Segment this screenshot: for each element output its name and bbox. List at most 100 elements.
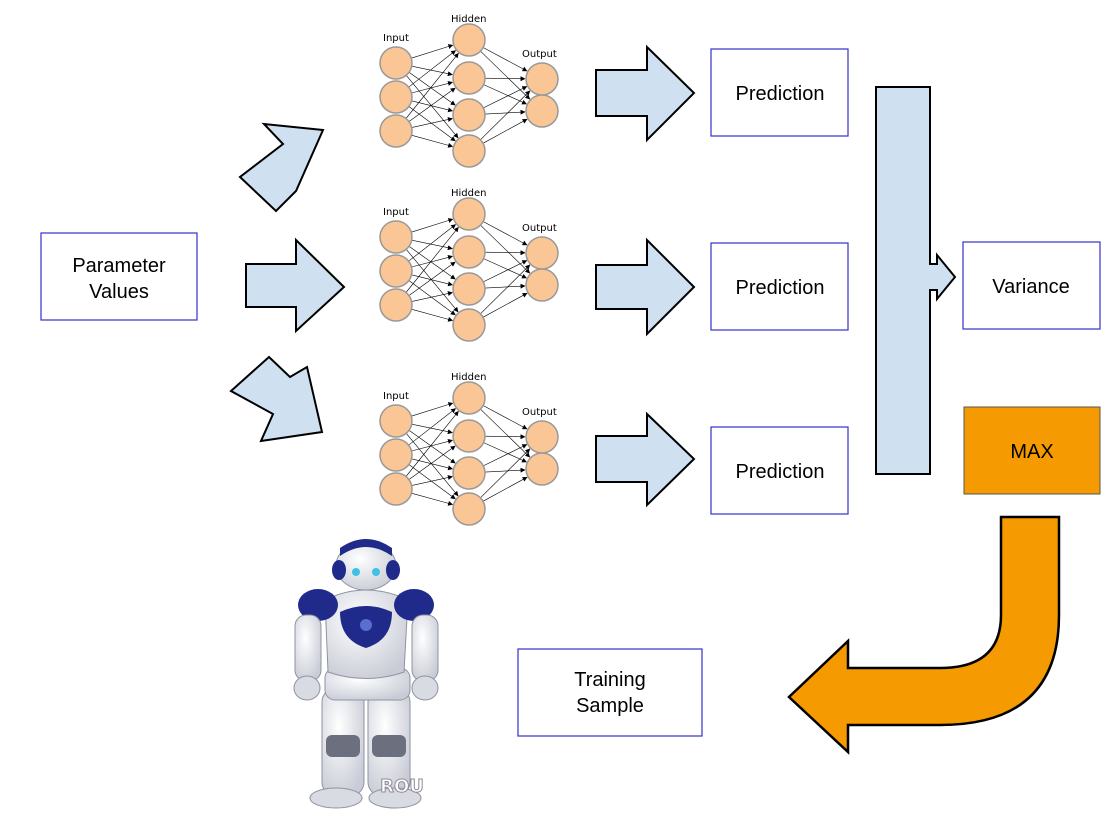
parameter-values-label-line2: Values (89, 281, 149, 303)
nn1-edge (408, 106, 456, 142)
nn2-output-node (525, 236, 559, 270)
neural-network-1: Input Hidden Output (379, 14, 559, 168)
nn2-input-label: Input (383, 207, 409, 218)
nn1-edge (405, 52, 459, 119)
max-label: MAX (1010, 441, 1053, 463)
nn3-output-node (525, 452, 559, 486)
nn1-input-node (379, 114, 413, 148)
parameter-values-box: Parameter Values (40, 232, 198, 321)
nn3-hidden-node (452, 492, 486, 526)
nn3-edge (482, 476, 528, 502)
nn2-output-node (525, 268, 559, 302)
prediction-1-label: Prediction (736, 83, 825, 105)
nn1-edge (482, 118, 528, 144)
nn2-output-label: Output (522, 223, 557, 234)
prediction-box-2: Prediction (710, 242, 849, 331)
nn1-output-node (525, 62, 559, 96)
nn2-hidden-node (452, 308, 486, 342)
nn3-edge (484, 434, 526, 440)
nn1-edge (483, 86, 528, 109)
nn3-input-node (379, 404, 413, 438)
nn1-edge (408, 87, 456, 122)
nn1-input-node (379, 80, 413, 114)
nn2-edge (411, 274, 453, 287)
nn1-edge (411, 44, 454, 59)
parameter-values-label-line1: Parameter (72, 255, 166, 277)
nn3-edge (484, 467, 526, 473)
neural-network-3: Input Hidden Output (379, 372, 559, 526)
nn1-edge (411, 134, 454, 148)
arrow-to-prediction-1 (595, 44, 696, 143)
nn1-edge (411, 65, 453, 77)
nn2-input-node (379, 288, 413, 322)
nn2-edge (408, 246, 456, 280)
nn2-edge (411, 291, 453, 302)
nn1-edge (482, 47, 528, 72)
training-sample-box: Training Sample (517, 648, 703, 737)
nn2-edge (408, 224, 456, 262)
nn1-edge (480, 50, 531, 100)
nn2-hidden-label: Hidden (451, 188, 486, 199)
nn2-edge (405, 226, 459, 293)
arrow-to-prediction-3 (595, 411, 696, 508)
nn3-input-node (379, 438, 413, 472)
nn1-edge (405, 75, 459, 139)
nn3-edge (411, 402, 454, 417)
nn1-edge (484, 76, 526, 82)
nn3-edge (411, 439, 453, 452)
nn3-hidden-node (452, 456, 486, 490)
nn2-edge (408, 280, 456, 316)
neural-network-2: Input Hidden Output (379, 188, 559, 342)
nn3-edge (411, 423, 453, 435)
nn3-output-node (525, 420, 559, 454)
nn2-input-node (379, 220, 413, 254)
nn1-edge (411, 117, 453, 128)
prediction-box-1: Prediction (710, 48, 849, 137)
prediction-box-3: Prediction (710, 426, 849, 515)
nn2-edge (480, 224, 531, 274)
nn3-edge (408, 445, 456, 480)
nn2-edge (408, 261, 456, 296)
nn3-edge (483, 442, 527, 463)
nn2-input-node (379, 254, 413, 288)
nn1-hidden-node (452, 134, 486, 168)
nn3-hidden-label: Hidden (451, 372, 486, 383)
nn1-edge (411, 81, 453, 94)
nn2-edge (411, 239, 453, 251)
nn2-edge (411, 218, 454, 233)
nn2-hidden-node (452, 235, 486, 269)
nn3-output-label: Output (522, 407, 557, 418)
nn2-edge (483, 258, 527, 279)
nn3-edge (408, 430, 456, 464)
nn1-edge (408, 50, 456, 88)
nn2-hidden-node (452, 272, 486, 306)
orange-return-arrow (787, 515, 1061, 755)
nn3-edge (408, 408, 456, 446)
nn3-edge (408, 464, 456, 500)
variance-label: Variance (992, 276, 1069, 298)
arrow-to-net-1 (238, 122, 325, 213)
robot-watermark: ROU (380, 776, 424, 797)
prediction-3-label: Prediction (736, 461, 825, 483)
robot-image: ROU (293, 539, 439, 809)
nn1-output-node (525, 94, 559, 128)
nn1-input-label: Input (383, 33, 409, 44)
nn3-edge (411, 475, 453, 486)
nn2-edge (482, 292, 528, 318)
nn1-edge (408, 72, 456, 106)
nn3-input-node (379, 472, 413, 506)
nn2-edge (405, 249, 459, 313)
prediction-2-label: Prediction (736, 277, 825, 299)
nn2-edge (484, 283, 526, 289)
arrow-to-net-2 (245, 237, 346, 334)
arrow-to-net-3 (229, 355, 324, 443)
nn3-edge (482, 405, 528, 430)
nn3-edge (480, 408, 531, 458)
nn3-edge (411, 458, 453, 471)
nn3-hidden-node (452, 381, 486, 415)
nn3-edge (483, 444, 528, 467)
nn1-edge (411, 100, 453, 113)
nn3-edge (405, 410, 459, 477)
nn2-edge (480, 264, 531, 315)
